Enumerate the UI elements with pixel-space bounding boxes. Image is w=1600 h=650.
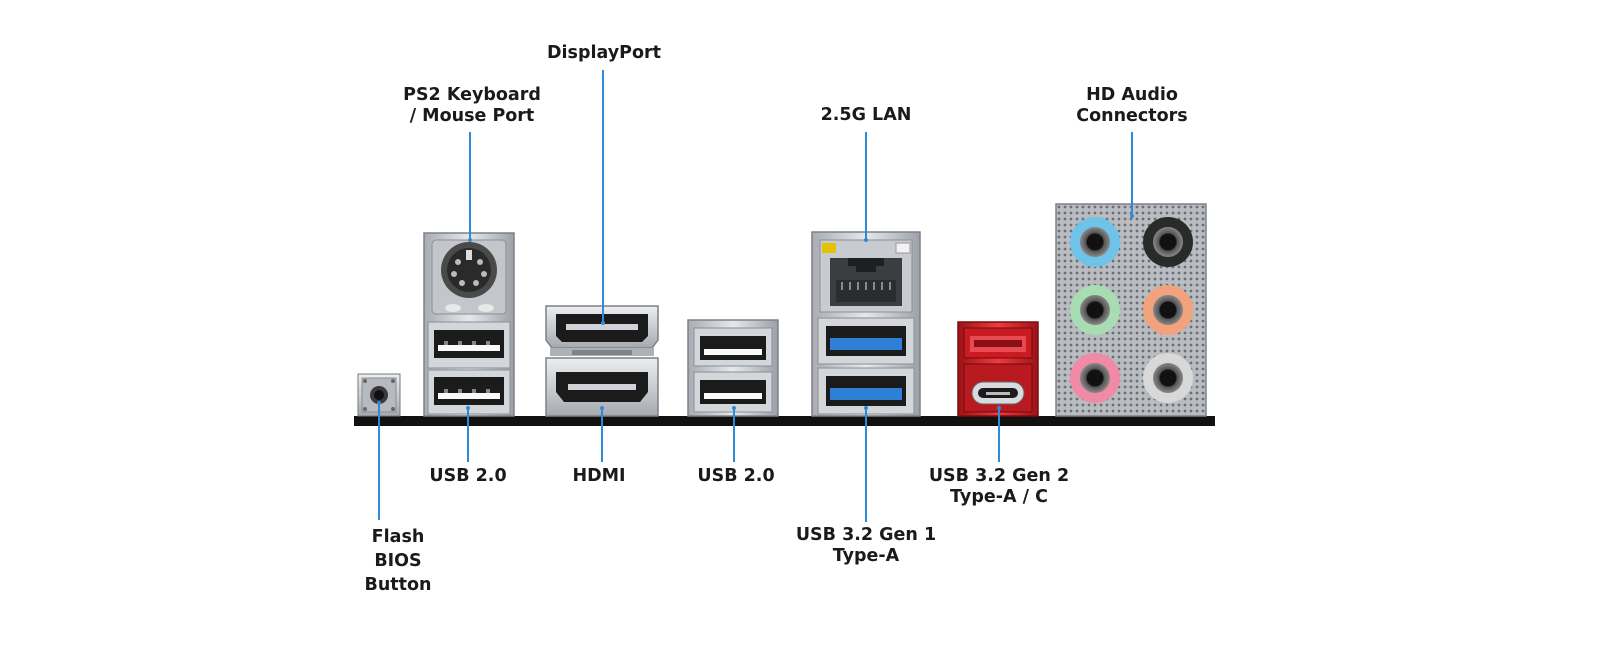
leader-usb2-left bbox=[467, 408, 469, 462]
usb32-gen2-stack bbox=[957, 321, 1039, 417]
leader-usb32-gen1 bbox=[865, 408, 867, 522]
label-displayport: DisplayPort bbox=[547, 43, 661, 64]
leader-dot-hdmi bbox=[600, 406, 604, 410]
audio-jack-green bbox=[1070, 285, 1120, 335]
label-ps2-line-1: PS2 Keyboard bbox=[403, 85, 541, 105]
label-lan-line-1: 2.5G LAN bbox=[820, 105, 912, 125]
lan-usb32-gen1-stack bbox=[811, 231, 921, 417]
leader-lan bbox=[865, 132, 867, 240]
leader-ps2 bbox=[469, 132, 471, 240]
audio-jack-blue bbox=[1070, 217, 1120, 267]
audio-jack-orange bbox=[1143, 285, 1193, 335]
base-bar bbox=[354, 416, 1215, 426]
label-displayport-line-1: DisplayPort bbox=[547, 43, 661, 63]
leader-dot-displayport bbox=[601, 321, 605, 325]
ps2-usb-stack bbox=[423, 232, 515, 417]
label-usb32-gen1-type-a: USB 3.2 Gen 1 Type-A bbox=[796, 525, 936, 566]
label-audio-line-1: HD Audio bbox=[1086, 85, 1178, 105]
label-usb2-mid-line-1: USB 2.0 bbox=[697, 466, 775, 486]
usb2-middle-stack bbox=[687, 319, 779, 417]
leader-usb32-gen2 bbox=[998, 408, 1000, 462]
leader-dot-usb32-gen1 bbox=[864, 406, 868, 410]
label-ps2-line-2: / Mouse Port bbox=[409, 105, 535, 126]
audio-jack-black bbox=[1143, 217, 1193, 267]
label-usb32-gen2-line-2: Type-A / C bbox=[950, 486, 1048, 507]
label-flash-bios-line-1: Flash bbox=[371, 527, 425, 547]
leader-dot-lan bbox=[864, 238, 868, 242]
leader-audio bbox=[1131, 132, 1133, 216]
label-usb2-left-line-1: USB 2.0 bbox=[429, 466, 507, 486]
leader-displayport bbox=[602, 70, 604, 323]
leader-hdmi bbox=[601, 408, 603, 462]
label-hdmi: HDMI bbox=[572, 466, 625, 487]
audio-jack-gray bbox=[1143, 353, 1193, 403]
leader-dot-usb2-mid bbox=[732, 406, 736, 410]
label-audio-line-2: Connectors bbox=[1076, 105, 1188, 126]
leader-usb2-mid bbox=[733, 408, 735, 462]
label-hdmi-line-1: HDMI bbox=[572, 466, 626, 486]
leader-dot-ps2 bbox=[468, 238, 472, 242]
leader-dot-usb32-gen2 bbox=[997, 406, 1001, 410]
displayport-hdmi-stack bbox=[545, 305, 659, 417]
label-usb2-mid: USB 2.0 bbox=[697, 466, 774, 487]
label-usb2-left: USB 2.0 bbox=[429, 466, 506, 487]
label-flash-bios-line-3: Button bbox=[364, 575, 432, 595]
label-ps2-keyboard-mouse-port: PS2 Keyboard / Mouse Port bbox=[403, 85, 541, 126]
label-usb32-gen2-line-1: USB 3.2 Gen 2 bbox=[928, 466, 1070, 486]
label-2-5g-lan: 2.5G LAN bbox=[821, 105, 912, 126]
audio-jack-pink bbox=[1070, 353, 1120, 403]
label-usb32-gen1-line-2: Type-A bbox=[832, 545, 900, 566]
hd-audio-block bbox=[1055, 203, 1207, 417]
leader-flash-bios bbox=[378, 403, 380, 520]
leader-dot-usb2-left bbox=[466, 406, 470, 410]
label-usb32-gen2-type-a-c: USB 3.2 Gen 2 Type-A / C bbox=[929, 466, 1069, 507]
leader-dot-audio bbox=[1130, 214, 1134, 218]
label-usb32-gen1-line-1: USB 3.2 Gen 1 bbox=[795, 525, 937, 545]
leader-dot-flash-bios bbox=[377, 401, 381, 405]
label-hd-audio-connectors: HD Audio Connectors bbox=[1076, 85, 1187, 126]
label-flash-bios-button: Flash BIOS Button bbox=[364, 525, 431, 597]
label-flash-bios-line-2: BIOS bbox=[374, 551, 422, 571]
